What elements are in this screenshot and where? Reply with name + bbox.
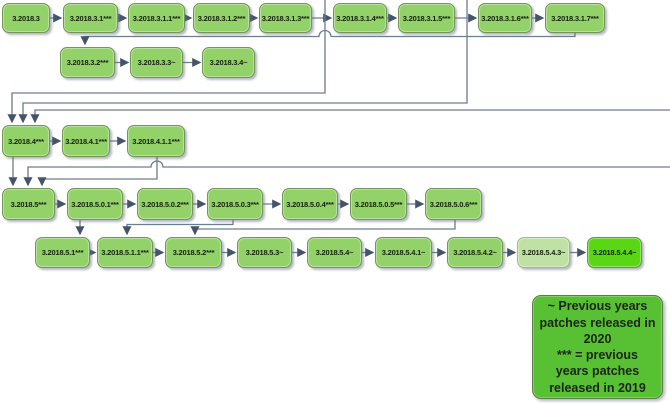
version-node-3.2018.3.2: 3.2018.3.2***: [60, 47, 115, 78]
version-node-3.2018.3.3: 3.2018.3.3~: [130, 47, 183, 78]
version-node-3.2018.3.1.6: 3.2018.3.1.6***: [478, 3, 532, 33]
version-node-3.2018.4: 3.2018.4***: [2, 125, 50, 157]
wire-5_0_6-to-5_2: [190, 220, 456, 236]
legend-line-2020: ~ Previous years patches released in 202…: [539, 299, 656, 346]
version-node-3.2018.4.1.1: 3.2018.4.1.1***: [127, 125, 185, 157]
wire-4_1_1-to-5: [37, 157, 158, 187]
version-node-3.2018.4.1: 3.2018.4.1***: [62, 125, 110, 157]
version-node-3.2018.5.0.1: 3.2018.5.0.1***: [67, 188, 123, 220]
version-node-3.2018.3.1.7: 3.2018.3.1.7***: [545, 3, 605, 33]
version-node-3.2018.5.3: 3.2018.5.3~: [237, 237, 292, 268]
version-node-3.2018.5.1.1: 3.2018.5.1.1***: [97, 237, 153, 268]
version-node-3.2018.5.4: 3.2018.5.4~: [307, 237, 362, 268]
version-node-3.2018.5.0.6: 3.2018.5.0.6***: [425, 188, 482, 220]
legend-box: ~ Previous years patches released in 202…: [532, 295, 663, 399]
wire-5_0_3-to-5_1_1: [122, 220, 234, 236]
version-node-3.2018.5.0.4: 3.2018.5.0.4***: [282, 188, 338, 220]
version-node-3.2018.3.4: 3.2018.3.4~: [202, 47, 255, 78]
version-node-3.2018.5: 3.2018.5***: [2, 188, 55, 220]
version-node-3.2018.3.1.5: 3.2018.3.1.5***: [398, 3, 455, 33]
wire-rightedge-to-5: [23, 160, 670, 187]
version-node-3.2018.3: 3.2018.3: [2, 3, 50, 33]
version-node-3.2018.5.4.1: 3.2018.5.4.1~: [375, 237, 432, 268]
version-node-3.2018.5.0.5: 3.2018.5.0.5***: [350, 188, 407, 220]
version-node-3.2018.3.1.3: 3.2018.3.1.3***: [259, 3, 312, 33]
version-node-3.2018.5.0.2: 3.2018.5.0.2***: [137, 188, 193, 220]
version-node-3.2018.5.0.3: 3.2018.5.0.3***: [207, 188, 263, 220]
version-node-3.2018.5.4.2: 3.2018.5.4.2~: [447, 237, 503, 268]
version-node-3.2018.3.1: 3.2018.3.1***: [63, 3, 118, 33]
wire-rightedge-to-4: [30, 109, 670, 124]
version-node-3.2018.5.4.3: 3.2018.5.4.3~: [517, 237, 570, 268]
version-node-3.2018.3.1.4: 3.2018.3.1.4***: [333, 3, 387, 33]
version-node-3.2018.3.1.1: 3.2018.3.1.1***: [128, 3, 185, 33]
legend-line-2019: *** = previous years patches released in…: [549, 348, 646, 395]
version-node-3.2018.3.1.2: 3.2018.3.1.2***: [193, 3, 250, 33]
version-node-3.2018.5.2: 3.2018.5.2***: [165, 237, 222, 268]
wire-top-to-4-a: [7, 0, 326, 124]
wire-top-to-4-b: [18, 0, 468, 124]
version-node-3.2018.5.1: 3.2018.5.1***: [35, 237, 90, 268]
version-node-3.2018.5.4.4: 3.2018.5.4.4~: [587, 237, 642, 268]
